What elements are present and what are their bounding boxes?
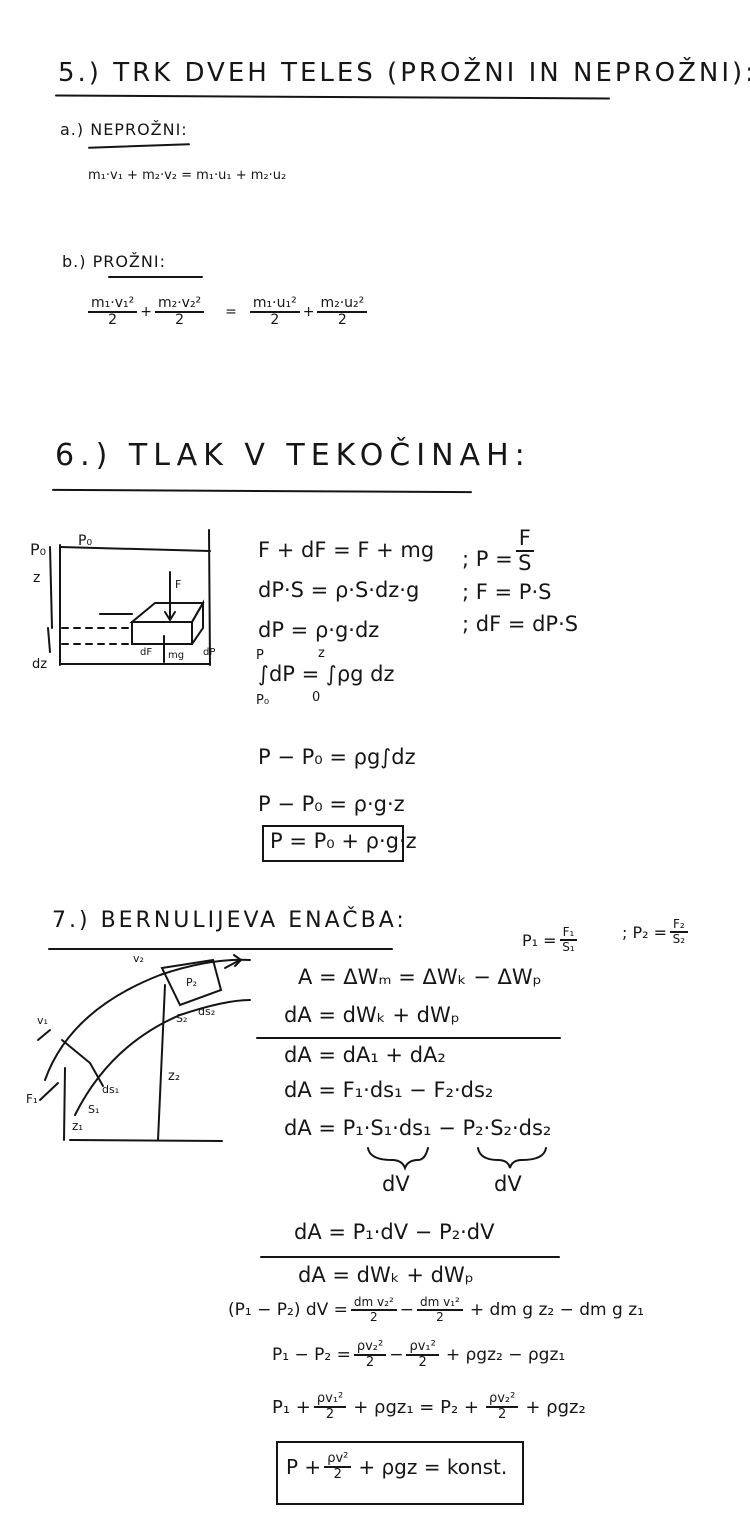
integral-upper-z: z (318, 646, 325, 661)
svg-text:P₀: P₀ (78, 533, 92, 549)
divider-1 (256, 1037, 561, 1039)
svg-text:dF: dF (140, 647, 152, 658)
svg-text:dz: dz (32, 657, 47, 672)
work-differential-eq: dA = dWₖ + dWₚ (284, 1003, 460, 1027)
svg-text:ds₂: ds₂ (198, 1005, 215, 1018)
section-5-underline (54, 94, 611, 100)
svg-text:mg: mg (168, 650, 184, 661)
svg-text:S₁: S₁ (88, 1103, 99, 1116)
pressure-eq-2: dP·S = ρ·S·dz·g (258, 578, 420, 602)
pressure-eq-3: dP = ρ·g·dz (258, 618, 380, 642)
brace-label-dv1: dV (382, 1172, 410, 1196)
section-5-title: 5.) TRK DVEH TELES (PROŽNI IN NEPROŽNI): (58, 58, 750, 88)
pressure-eq-5: P − P₀ = ρg∫dz (258, 745, 416, 769)
pressure-eq-4: ∫dP = ∫ρg dz (258, 662, 395, 686)
work-force-eq: dA = F₁·ds₁ − F₂·ds₂ (284, 1078, 494, 1102)
integral-lower-p: P₀ (256, 693, 270, 708)
pressure-eq-6: P − P₀ = ρ·g·z (258, 792, 405, 816)
svg-text:S₂: S₂ (176, 1012, 187, 1025)
hydrostatic-result: P = P₀ + ρ·g·z (270, 829, 417, 853)
pressure-eq-1: F + dF = F + mg (258, 538, 435, 562)
section-7-underline (48, 948, 393, 950)
section-7-title: 7.) BERNULIJEVA ENAČBA: (52, 908, 407, 933)
divider-2 (260, 1256, 560, 1258)
part-a-underline (87, 143, 191, 149)
work-volume-eq: dA = P₁·dV − P₂·dV (294, 1220, 495, 1244)
integral-lower-z: 0 (312, 690, 321, 705)
work-sum-eq: dA = dA₁ + dA₂ (284, 1043, 446, 1067)
svg-text:v₁: v₁ (37, 1014, 48, 1027)
svg-text:F₁: F₁ (26, 1092, 38, 1106)
bernoulli-result-box (276, 1441, 524, 1505)
svg-text:dP: dP (203, 647, 215, 658)
force-differential: ; dF = dP·S (462, 612, 579, 636)
section-6-underline (51, 488, 473, 494)
brace-label-dv2: dV (494, 1172, 522, 1196)
integral-upper-p: P (256, 648, 264, 663)
inelastic-collision-equation: m₁·v₁ + m₂·v₂ = m₁·u₁ + m₂·u₂ (88, 168, 287, 183)
part-b-label: b.) PROŽNI: (62, 252, 166, 271)
svg-text:z₁: z₁ (72, 1119, 83, 1133)
hydrostatic-result-box (262, 825, 404, 862)
work-energy-eq: A = ΔWₘ = ΔWₖ − ΔWₚ (298, 965, 542, 989)
work-pressure-eq: dA = P₁·S₁·ds₁ − P₂·S₂·ds₂ (284, 1116, 552, 1140)
work-energy-diff-eq: dA = dWₖ + dWₚ (298, 1263, 474, 1287)
svg-text:v₂: v₂ (133, 952, 144, 965)
svg-text:P₂: P₂ (186, 976, 197, 989)
svg-text:F: F (175, 578, 181, 591)
part-a-label: a.) NEPROŽNI: (60, 120, 188, 139)
svg-text:ds₁: ds₁ (102, 1083, 119, 1096)
svg-text:z₂: z₂ (168, 1069, 180, 1084)
section-6-title: 6.) TLAK V TEKOČINAH: (55, 438, 531, 473)
force-definition: ; F = P·S (462, 580, 552, 604)
part-b-underline (108, 276, 203, 278)
svg-text:z: z (33, 570, 40, 586)
